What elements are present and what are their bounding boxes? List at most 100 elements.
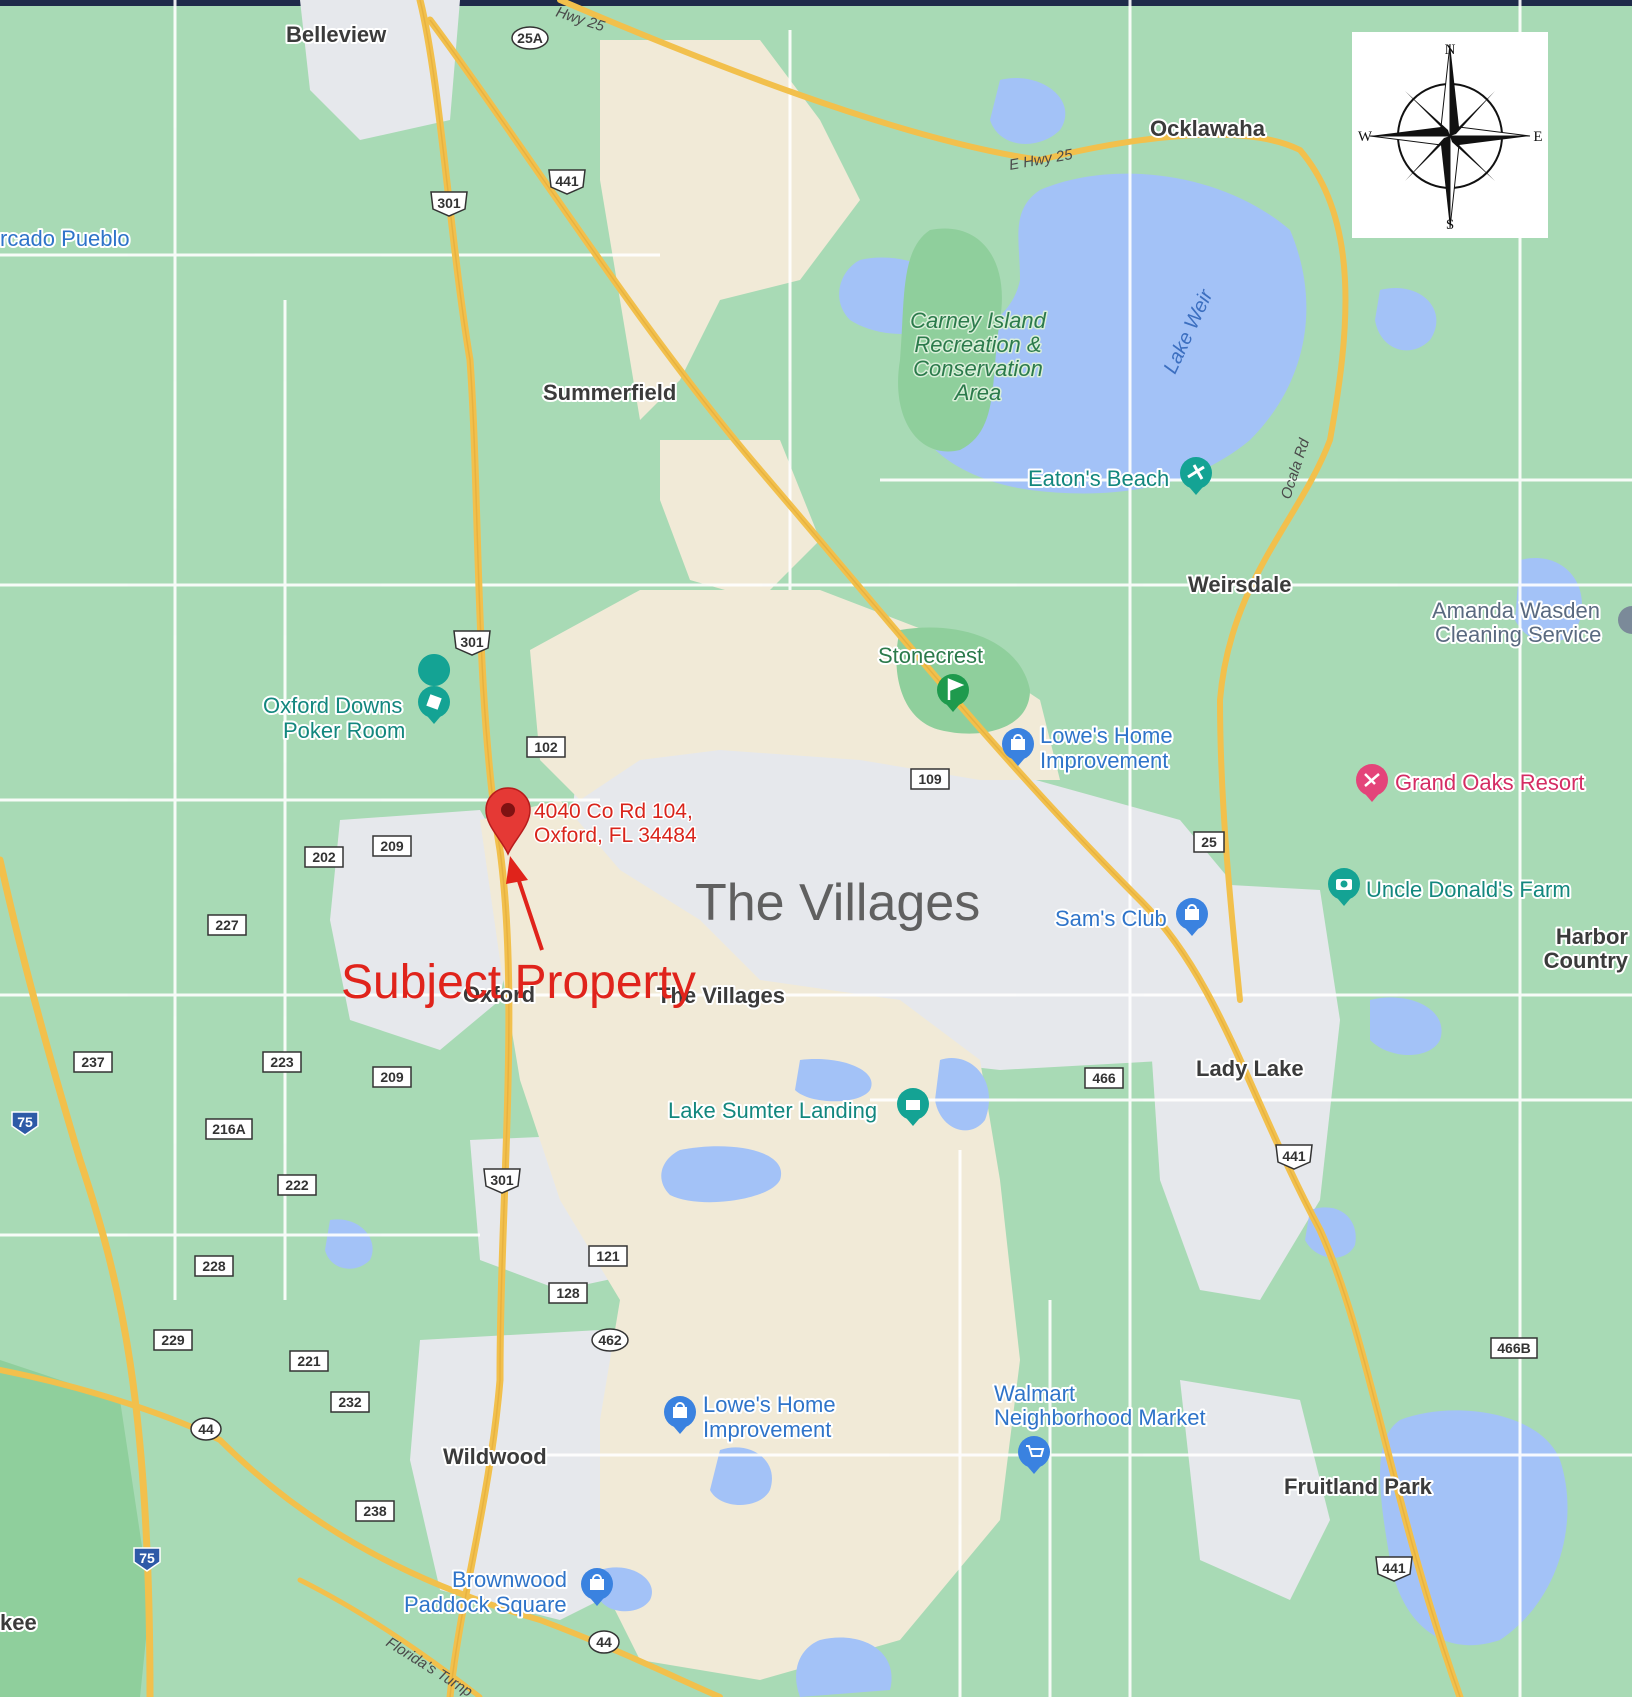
svg-text:25: 25: [1201, 834, 1217, 850]
poi-sams-club[interactable]: Sam's Club: [1053, 898, 1208, 936]
svg-text:Improvement: Improvement: [703, 1417, 831, 1442]
shield-75b: 75: [133, 1547, 161, 1572]
svg-text:121: 121: [596, 1248, 620, 1264]
shield-216a: 216A: [205, 1118, 253, 1140]
svg-text:301: 301: [437, 195, 461, 211]
svg-text:25A: 25A: [517, 30, 543, 46]
svg-text:102: 102: [534, 739, 558, 755]
town-summerfield: Summerfield: [543, 380, 676, 405]
svg-text:109: 109: [918, 771, 942, 787]
region-the-villages: The Villages: [695, 874, 980, 932]
shield-466b: 466B: [1490, 1337, 1538, 1359]
shield-466: 466: [1084, 1067, 1124, 1089]
shield-301b: 301: [453, 630, 491, 656]
town-wildwood: Wildwood: [443, 1444, 547, 1469]
shopping-center-icon: [897, 1088, 929, 1126]
shield-441b: 441: [1275, 1144, 1313, 1170]
svg-text:Harbor: Harbor: [1556, 924, 1629, 949]
svg-text:Neighborhood Market: Neighborhood Market: [994, 1405, 1206, 1430]
town-belleview: Belleview: [286, 22, 387, 47]
subject-arrow: [506, 856, 544, 951]
svg-text:128: 128: [556, 1285, 580, 1301]
svg-text:223: 223: [270, 1054, 294, 1070]
carney-island-label: Carney Island Recreation & Conservation …: [909, 307, 1049, 407]
poi-lowes-1[interactable]: Lowe's Home Improvement: [1002, 721, 1175, 775]
poi-grand-oaks[interactable]: Grand Oaks Resort: [1356, 764, 1587, 802]
shield-121: 121: [588, 1245, 628, 1267]
svg-text:441: 441: [555, 173, 579, 189]
shield-232: 232: [330, 1391, 370, 1413]
svg-text:Conservation: Conservation: [913, 356, 1043, 381]
compass-s: S: [1446, 217, 1454, 233]
svg-text:227: 227: [215, 917, 239, 933]
poi-arcado-pueblo[interactable]: rcado Pueblo: [0, 224, 132, 253]
poi-lowes-2[interactable]: Lowe's Home Improvement: [664, 1390, 838, 1444]
svg-text:228: 228: [202, 1258, 226, 1274]
villages-development: [480, 40, 1060, 1680]
svg-text:Lowe's Home: Lowe's Home: [703, 1392, 836, 1417]
poi-walmart[interactable]: Walmart Neighborhood Market: [992, 1379, 1208, 1474]
svg-text:75: 75: [17, 1114, 33, 1130]
svg-text:Lake Sumter Landing: Lake Sumter Landing: [668, 1098, 877, 1123]
town-fruitland-park: Fruitland Park: [1284, 1474, 1433, 1499]
poi-brownwood[interactable]: Brownwood Paddock Square: [402, 1565, 613, 1619]
svg-text:Oxford Downs: Oxford Downs: [263, 693, 402, 718]
shopping-bag-icon: [1176, 898, 1208, 936]
camera-icon: [1328, 868, 1360, 906]
svg-text:237: 237: [81, 1054, 105, 1070]
svg-text:216A: 216A: [212, 1121, 245, 1137]
shield-301a: 301: [430, 191, 468, 217]
town-lady-lake: Lady Lake: [1196, 1056, 1304, 1081]
town-oxford: Oxford: [463, 982, 535, 1007]
subject-property-marker[interactable]: [485, 787, 531, 856]
shield-44b: 44: [588, 1630, 620, 1654]
shield-301c: 301: [483, 1168, 521, 1194]
svg-text:466B: 466B: [1497, 1340, 1530, 1356]
svg-text:44: 44: [198, 1421, 214, 1437]
shield-221: 221: [289, 1350, 329, 1372]
svg-text:75: 75: [139, 1550, 155, 1566]
town-ocklawaha: Ocklawaha: [1150, 116, 1266, 141]
poi-amanda-wasden[interactable]: Amanda Wasden Cleaning Service: [1430, 596, 1632, 649]
shopping-bag-icon: [664, 1396, 696, 1434]
golf-icon: [937, 674, 969, 712]
poi-eatons-beach[interactable]: Eaton's Beach: [1026, 457, 1212, 495]
svg-text:44: 44: [596, 1634, 612, 1650]
shield-237: 237: [73, 1051, 113, 1073]
svg-text:Grand Oaks Resort: Grand Oaks Resort: [1395, 770, 1585, 795]
svg-text:Paddock Square: Paddock Square: [404, 1592, 567, 1617]
cart-icon: [1018, 1436, 1050, 1474]
poi-uncle-donalds[interactable]: Uncle Donald's Farm: [1328, 868, 1573, 906]
town-harbor-country: Harbor Country: [1542, 922, 1631, 975]
svg-text:Country: Country: [1544, 948, 1629, 973]
shield-202: 202: [304, 846, 344, 868]
lake-weir: [916, 173, 1307, 494]
compass-e: E: [1533, 129, 1542, 145]
shield-462: 462: [591, 1328, 629, 1352]
shield-441c: 441: [1375, 1556, 1413, 1582]
svg-text:301: 301: [490, 1172, 514, 1188]
svg-text:209: 209: [380, 838, 404, 854]
svg-text:Oxford, FL 34484: Oxford, FL 34484: [534, 824, 697, 847]
compass-rose: N S E W: [1352, 32, 1548, 238]
shield-25a: 25A: [511, 26, 549, 50]
svg-text:Carney Island: Carney Island: [910, 308, 1047, 333]
poi-stonecrest[interactable]: Stonecrest: [876, 641, 985, 712]
shield-209a: 209: [372, 835, 412, 857]
shield-238: 238: [355, 1500, 395, 1522]
highway-casings: [419, 0, 1461, 1697]
poi-lake-sumter-landing[interactable]: Lake Sumter Landing: [666, 1088, 929, 1126]
svg-text:232: 232: [338, 1394, 362, 1410]
shield-75a: 75: [11, 1111, 39, 1136]
poi-oxford-downs[interactable]: Oxford Downs Poker Room: [261, 654, 451, 745]
svg-text:229: 229: [161, 1332, 185, 1348]
beach-icon: [1180, 457, 1212, 495]
resort-icon: [1356, 764, 1388, 802]
turnpike-road: [297, 1577, 483, 1697]
subject-property-label: Subject Property: [341, 956, 696, 1009]
svg-text:462: 462: [598, 1332, 622, 1348]
shield-227: 227: [207, 914, 247, 936]
shopping-bag-icon: [581, 1568, 613, 1606]
